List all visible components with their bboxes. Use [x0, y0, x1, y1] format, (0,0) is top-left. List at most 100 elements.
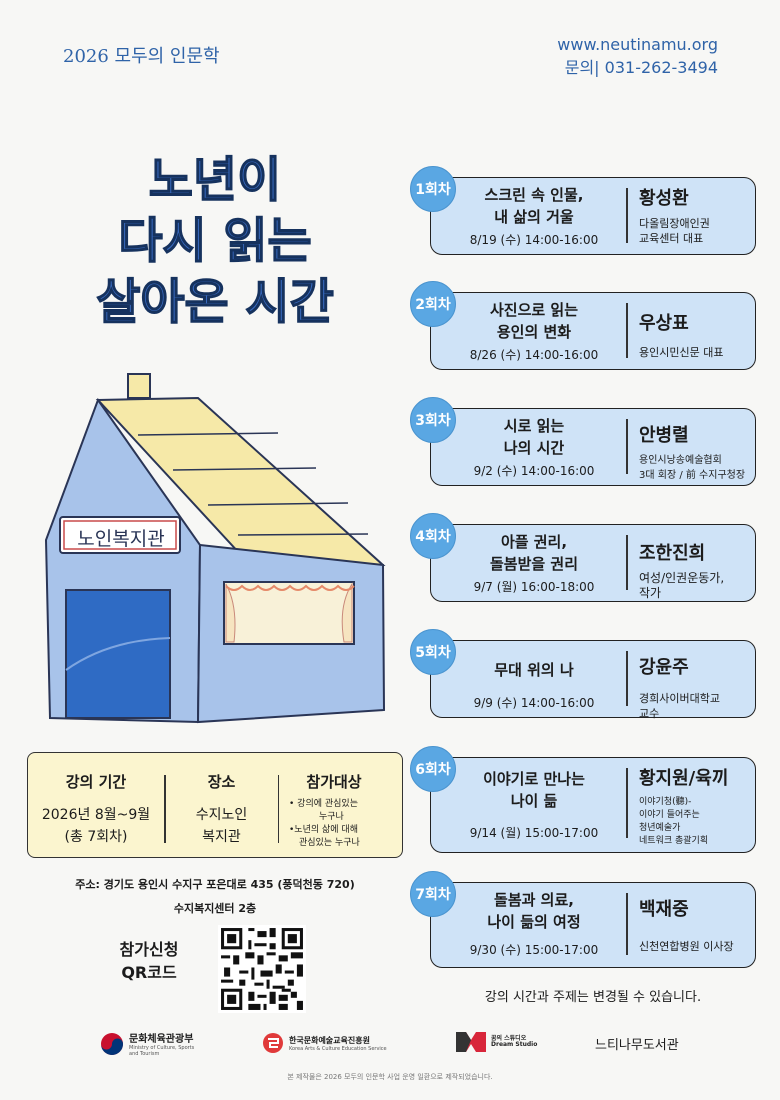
venue-column: 장소 수지노인 복지관: [166, 771, 278, 857]
session-time: 9/30 (수) 15:00-17:00: [469, 943, 599, 957]
target-line: 관심있는 누구나: [299, 838, 360, 848]
dream-studio-name: 꿈의 스튜디오: [491, 1035, 527, 1042]
website-link[interactable]: www.neutinamu.org: [557, 35, 718, 54]
divider: [164, 775, 166, 843]
divider: [277, 775, 279, 843]
divider: [626, 419, 628, 474]
series-title: 2026 모두의 인문학: [63, 46, 220, 67]
title-line-2: 다시 읽는: [118, 212, 313, 270]
qr-code[interactable]: [218, 925, 306, 1013]
mcst-name-en: Ministry of Culture, Sports and Tourism: [129, 1045, 195, 1057]
session-time: 9/2 (수) 14:00-16:00: [473, 464, 595, 478]
speaker-name: 우상표: [639, 313, 689, 334]
mcst-name: 문화체육관광부: [129, 1034, 194, 1045]
divider: [626, 188, 628, 243]
period-value: 2026년 8월~9월 (총 7회차): [28, 804, 164, 848]
session-badge: 4회차: [410, 513, 456, 559]
speaker-name: 백재중: [639, 899, 689, 920]
divider: [626, 893, 628, 955]
library-name: 느티나무도서관: [595, 1038, 679, 1053]
target-line: 누구나: [319, 812, 344, 822]
session-time: 8/19 (수) 14:00-16:00: [469, 233, 599, 247]
dream-studio-icon: [456, 1032, 486, 1052]
poster-title: 노년이 다시 읽는 살아온 시간: [40, 150, 390, 333]
speaker-name: 강윤주: [639, 657, 689, 678]
session-topic: 아플 권리,돌봄받을 권리: [489, 533, 579, 573]
apply-label: 참가신청 QR코드: [104, 938, 194, 984]
session-time: 9/14 (월) 15:00-17:00: [469, 826, 599, 840]
speaker-role: 용인시민신문 대표: [639, 346, 724, 359]
info-box: 강의 기간 2026년 8월~9월 (총 7회차) 장소 수지노인 복지관 참가…: [27, 752, 403, 858]
venue-line-2: 복지관: [202, 829, 241, 845]
phone-number: 문의| 031-262-3494: [564, 58, 718, 77]
venue-value: 수지노인 복지관: [166, 804, 278, 848]
arte-icon: [263, 1033, 283, 1053]
address: 주소: 경기도 용인시 수지구 포은대로 435 (풍덕천동 720) 수지복지…: [27, 873, 403, 921]
session-badge: 7회차: [410, 871, 456, 917]
speaker-name: 황성환: [639, 188, 689, 209]
library-logo: 느티나무도서관: [595, 1034, 679, 1053]
session-card: 5회차 무대 위의 나 9/9 (수) 14:00-16:00 강윤주 경희사이…: [410, 629, 756, 720]
target-line: •노년의 삶에 대해: [289, 825, 358, 835]
target-value: • 강의에 관심있는 누구나 •노년의 삶에 대해 관심있는 누구나: [279, 798, 389, 850]
session-badge: 6회차: [410, 746, 456, 792]
session-card: 7회차 돌봄과 의료,나이 듦의 여정 9/30 (수) 15:00-17:00…: [410, 871, 756, 968]
session-card: 4회차 아플 권리,돌봄받을 권리 9/7 (월) 16:00-18:00 조한…: [410, 513, 756, 602]
arte-name: 한국문화예술교육진흥원: [289, 1035, 370, 1045]
address-line-2: 수지복지센터 2층: [173, 902, 257, 915]
session-topic: 무대 위의 나: [494, 661, 574, 679]
divider: [626, 535, 628, 590]
target-column: 참가대상 • 강의에 관심있는 누구나 •노년의 삶에 대해 관심있는 누구나: [279, 771, 389, 857]
session-time: 8/26 (수) 14:00-16:00: [469, 348, 599, 362]
dream-studio-name-en: Dream Studio: [491, 1041, 538, 1048]
footer-note: 본 제작물은 2026 모두의 인문학 사업 운영 일환으로 제작되었습니다.: [287, 1073, 493, 1081]
period-label: 강의 기간: [65, 773, 127, 791]
session-badge: 5회차: [410, 629, 456, 675]
period-line-2: (총 7회차): [64, 829, 128, 845]
session-badge: 1회차: [410, 166, 456, 212]
venue-line-1: 수지노인: [195, 807, 248, 823]
session-badge: 3회차: [410, 397, 456, 443]
session-time: 9/7 (월) 16:00-18:00: [473, 580, 595, 594]
session-topic: 스크린 속 인물,내 삶의 거울: [484, 186, 584, 226]
session-time: 9/9 (수) 14:00-16:00: [473, 696, 595, 710]
house-illustration: [44, 373, 386, 724]
speaker-name: 조한진희: [639, 543, 706, 564]
venue-label: 장소: [207, 773, 236, 791]
session-badge: 2회차: [410, 281, 456, 327]
title-line-3: 살아온 시간: [95, 273, 334, 331]
taegeuk-icon: [101, 1032, 123, 1055]
speaker-role: 여성/인권운동가,작가: [639, 571, 725, 600]
target-line: • 강의에 관심있는: [289, 799, 358, 809]
speaker-name: 황지원/육끼: [639, 768, 729, 789]
session-topic: 돌봄과 의료,나이 듦의 여정: [487, 891, 581, 931]
apply-line-2: QR코드: [121, 963, 177, 982]
session-card: 1회차 스크린 속 인물,내 삶의 거울 8/19 (수) 14:00-16:0…: [410, 166, 756, 255]
house-sign-text: 노인복지관: [77, 528, 165, 550]
divider: [626, 651, 628, 706]
title-line-1: 노년이: [148, 151, 282, 209]
speaker-role: 신천연합병원 이사장: [639, 940, 734, 953]
divider: [626, 768, 628, 838]
speaker-name: 안병렬: [639, 425, 689, 446]
address-line-1: 주소: 경기도 용인시 수지구 포은대로 435 (풍덕천동 720): [75, 878, 355, 891]
apply-line-1: 참가신청: [119, 940, 179, 959]
period-column: 강의 기간 2026년 8월~9월 (총 7회차): [28, 771, 164, 857]
target-label: 참가대상: [306, 773, 362, 791]
notice-text: 강의 시간과 주제는 변경될 수 있습니다.: [484, 990, 702, 1005]
contact-info: www.neutinamu.org 문의| 031-262-3494: [557, 33, 718, 79]
period-line-1: 2026년 8월~9월: [41, 807, 151, 823]
